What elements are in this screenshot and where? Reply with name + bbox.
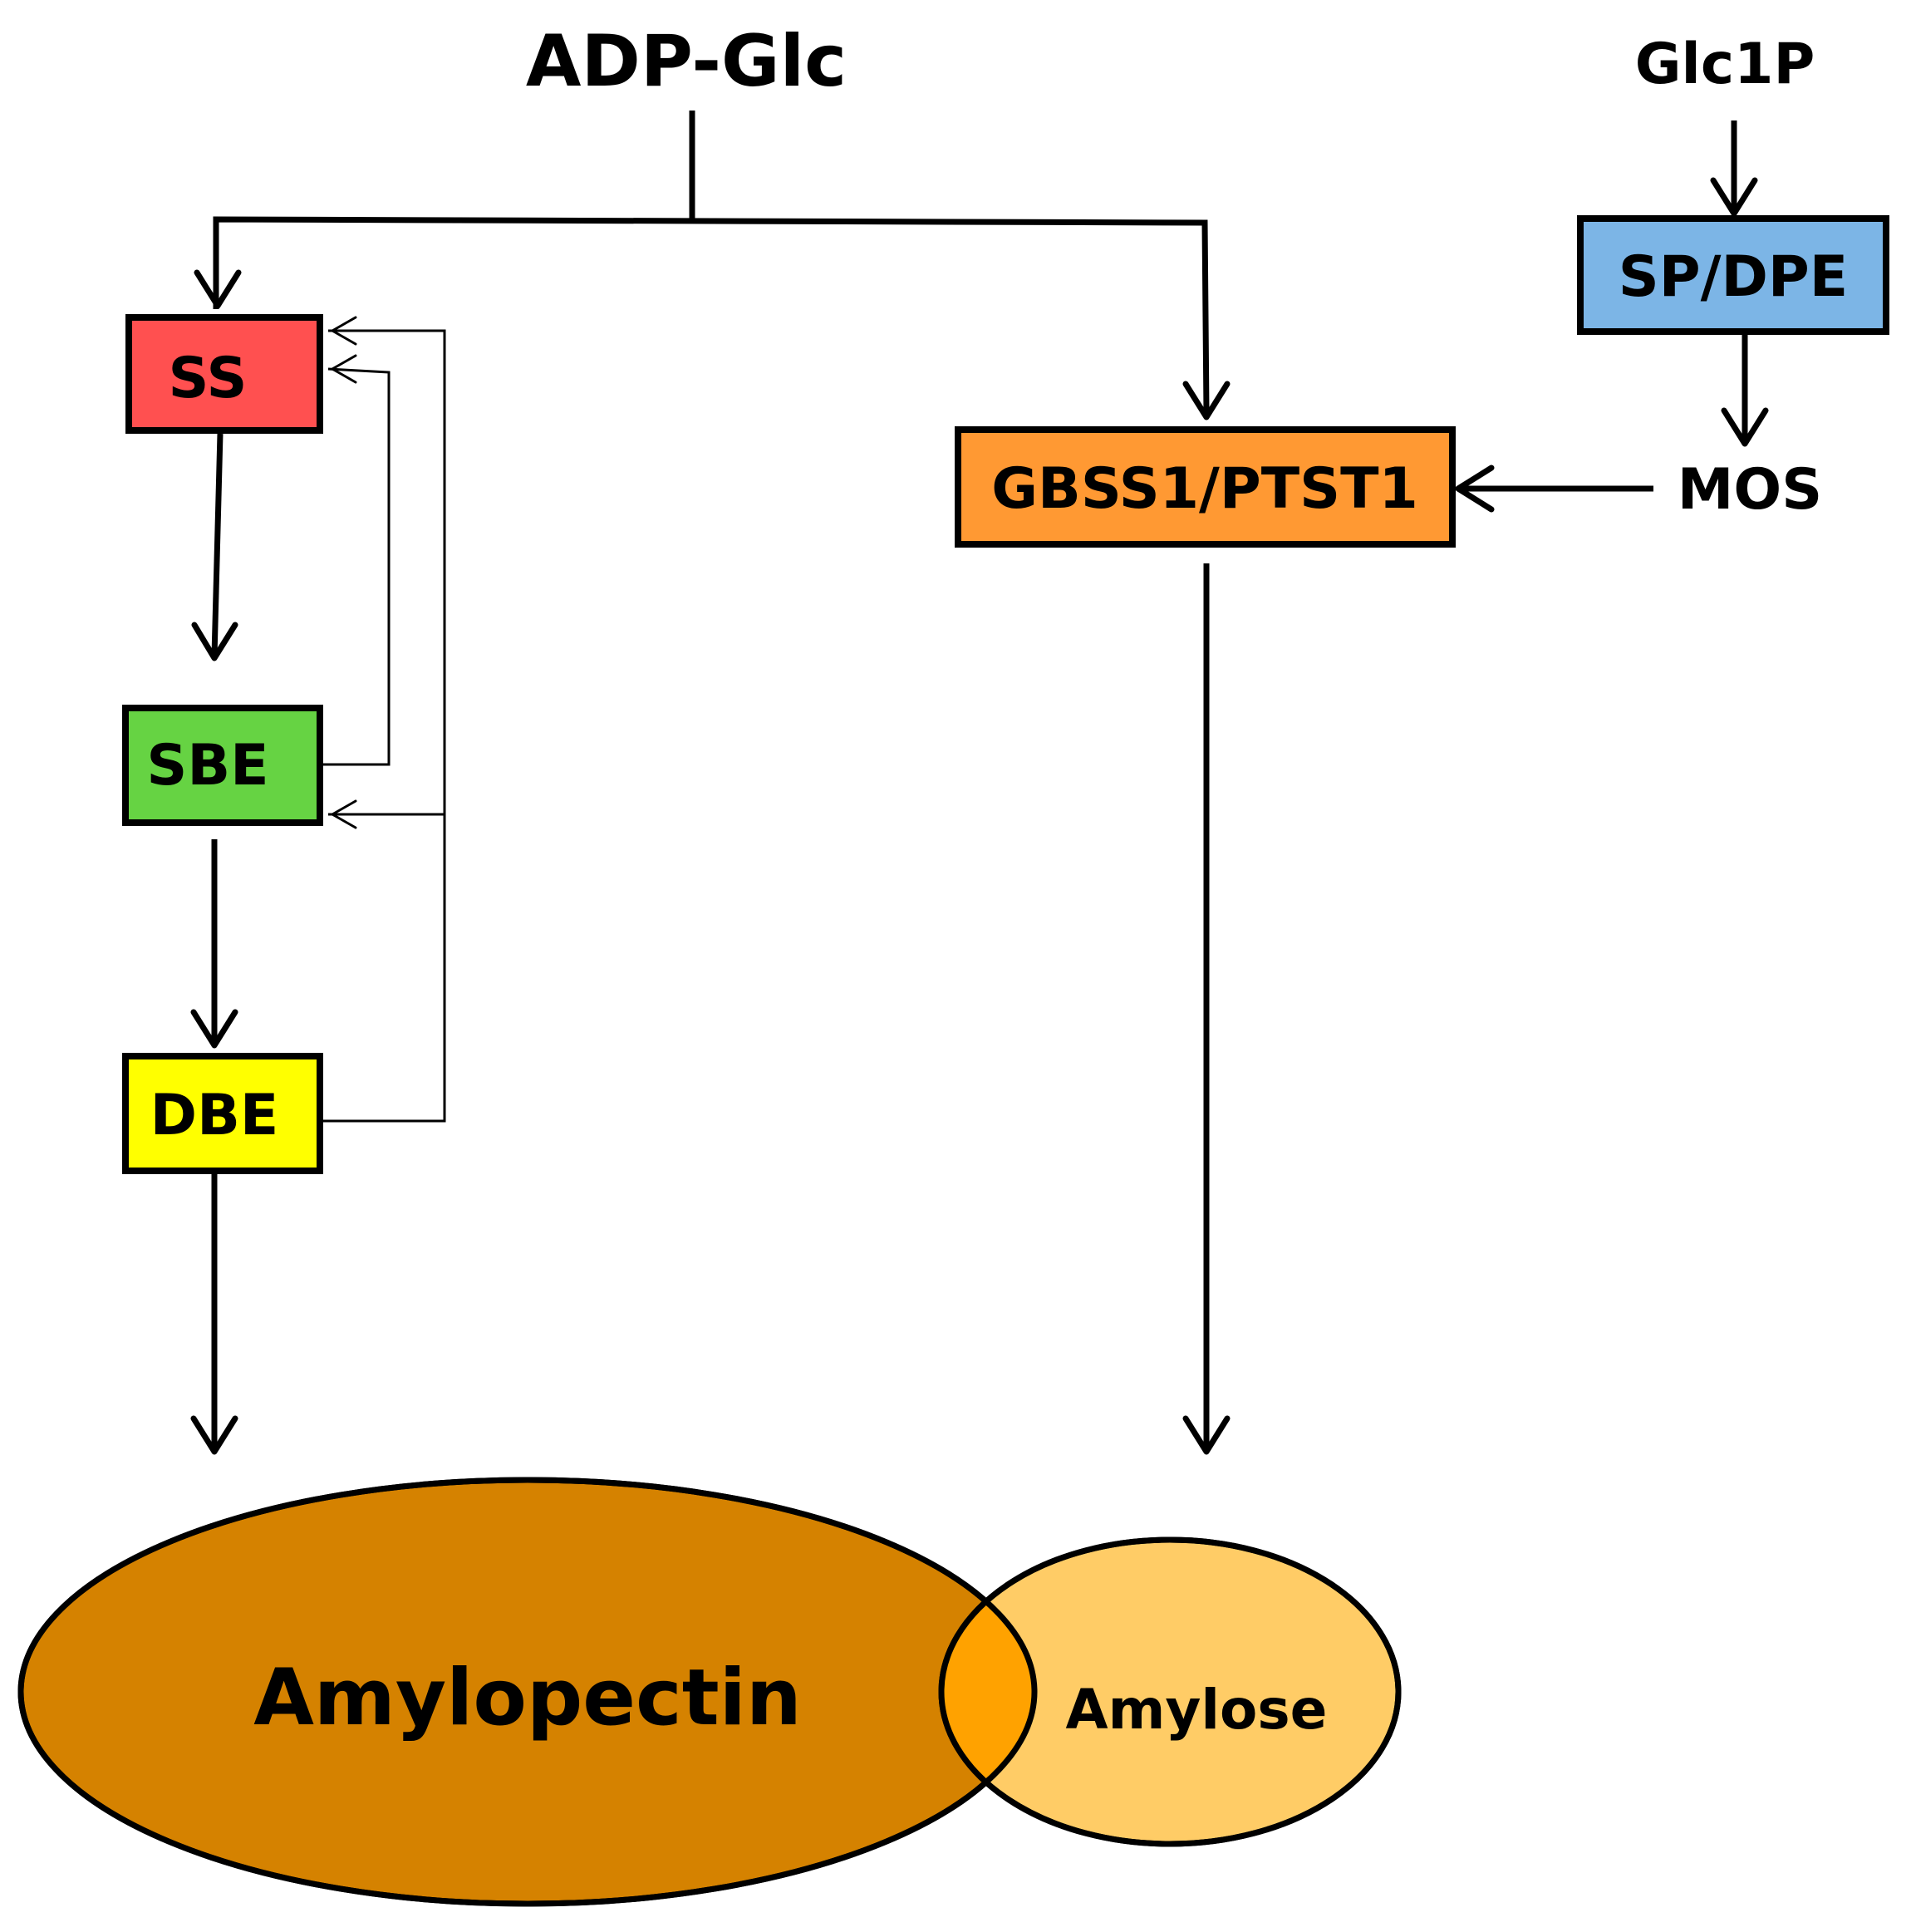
adp-glc-label: ADP-Glc: [526, 20, 847, 103]
substrates-group: ADP-Glc Glc1P MOS: [526, 20, 1822, 523]
amylose-outline: [938, 1536, 1402, 1847]
sbe-box: [122, 705, 323, 826]
arrowhead-to-gbss: [1182, 381, 1231, 420]
arrowhead-mos-to-gbss: [1455, 465, 1495, 513]
glc1p-label: Glc1P: [1635, 32, 1815, 97]
arrowhead-feedback-ss-top: [331, 316, 357, 346]
arrowhead-to-spdpe: [1710, 177, 1758, 217]
arrowhead-to-amylose: [1182, 1415, 1231, 1455]
spdpe-label: SP/DPE: [1619, 244, 1848, 310]
mos-label: MOS: [1678, 457, 1822, 523]
dbe-box: [122, 1053, 323, 1174]
arrowhead-to-mos: [1721, 407, 1769, 447]
gbss-box: [955, 426, 1456, 548]
arrowhead-feedback-ss-lower: [331, 354, 357, 384]
spdpe-box: [1577, 215, 1889, 335]
amylopectin-outline: [17, 1477, 1038, 1907]
feedback-loops: [321, 316, 446, 1123]
enzymes-group: SS SBE DBE GBSS1/PTST1 SP/DPE: [122, 215, 1889, 1174]
sbe-label: SBE: [146, 733, 268, 799]
dbe-label: DBE: [150, 1083, 279, 1148]
ss-to-sbe-line: [211, 433, 224, 657]
split-bar: [213, 216, 1210, 413]
sbe-feedback-line: [321, 367, 391, 766]
amylopectin-label: Amylopectin: [253, 1653, 802, 1743]
arrowhead-to-sbe: [191, 622, 238, 661]
arrowhead-feedback-sbe: [331, 799, 357, 829]
amylose-label: Amylose: [1066, 1678, 1328, 1742]
dbe-feedback-line: [321, 329, 446, 1123]
ss-label: SS: [169, 346, 248, 411]
products-group: Amylopectin Amylose: [17, 1477, 1402, 1907]
gbss-label: GBSS1/PTST1: [991, 456, 1418, 522]
ss-box: [125, 314, 323, 434]
arrowhead-to-amylopectin: [190, 1415, 238, 1455]
arrowhead-to-ss: [194, 269, 242, 309]
arrowhead-to-dbe: [190, 1009, 238, 1049]
main-pathway-lines: [190, 111, 1769, 1455]
